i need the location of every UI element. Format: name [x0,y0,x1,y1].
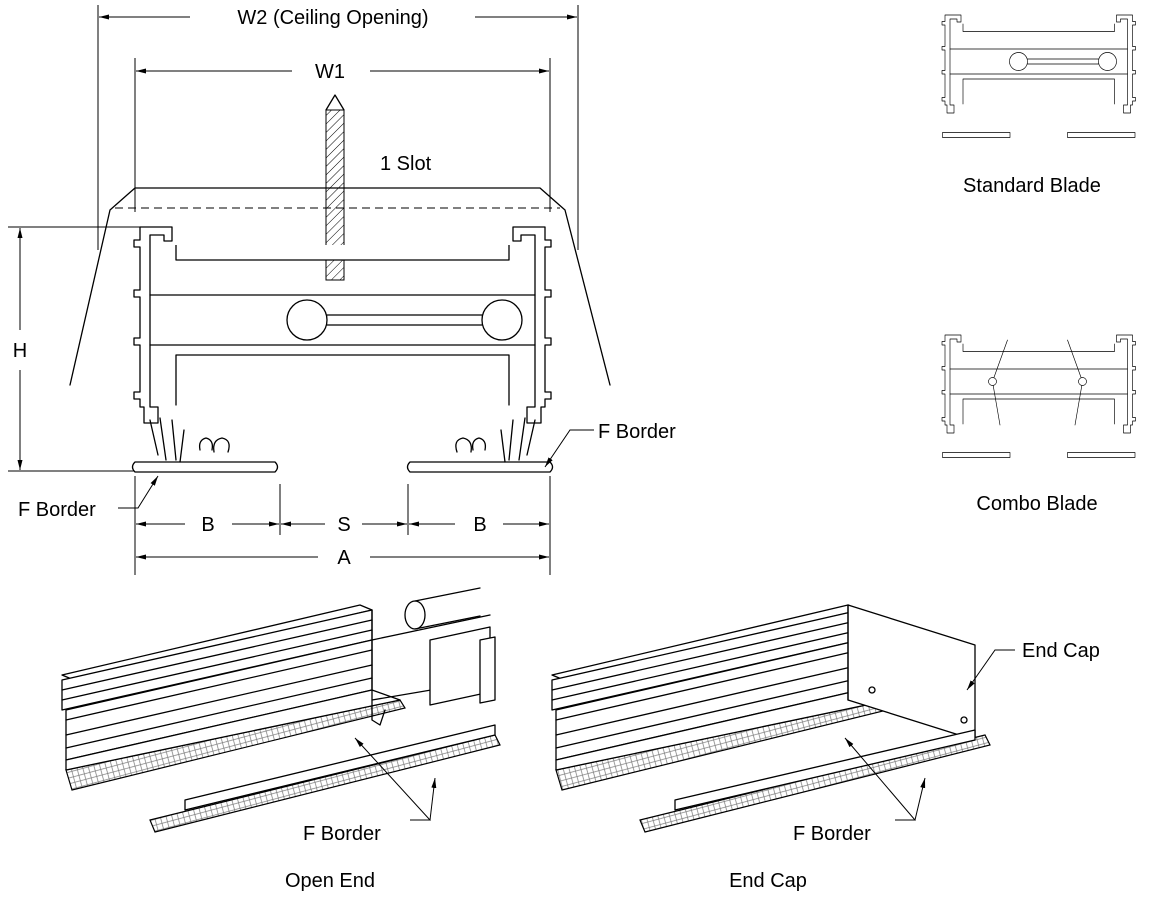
plenum-outline [69,187,611,386]
f-border-end-cap-label: F Border [793,823,871,845]
end-cap-f-leader-b [914,777,926,821]
f-border-left-label: F Border [18,499,96,521]
right-spring-clip [455,437,487,453]
end-cap-figure [551,604,1015,833]
end-cap-plate [847,604,976,741]
left-rail [133,226,173,424]
a-label: A [337,547,351,569]
left-clip [149,417,185,463]
left-flange [131,461,279,473]
left-spring-clip [198,437,230,453]
end-cap-callout-label: End Cap [1022,640,1100,662]
blade-link [326,314,483,326]
combo-blade-caption: Combo Blade [976,493,1097,515]
blade-pivot-left [286,299,328,341]
f-border-right-label: F Border [598,421,676,443]
right-flange [406,461,554,473]
blade-pivot-right [481,299,523,341]
w2-label: W2 (Ceiling Opening) [237,7,428,29]
open-end-figure [61,587,501,833]
blade-top-channel [175,245,510,261]
end-cap-caption: End Cap [729,870,807,892]
standard-blade-figure [941,14,1136,138]
combo-blade-figure [941,334,1136,458]
slot-count-label: 1 Slot [380,153,432,175]
open-end-leader-b [429,777,437,821]
w1-label: W1 [315,61,345,83]
f-border-right-leader [544,429,594,468]
standard-blade-caption: Standard Blade [963,175,1101,197]
blade-bottom-channel [175,354,510,406]
right-clip [500,417,536,463]
hanger-rod-tip [325,94,345,111]
b-left-label: B [201,514,214,536]
s-label: S [337,514,350,536]
h-label: H [13,340,27,362]
blade-body [149,294,536,346]
main-section: W2 (Ceiling Opening) W1 1 Slot H [8,5,676,575]
f-border-left-leader [118,475,159,509]
hanger-rod [325,109,345,281]
f-border-open-end-label: F Border [303,823,381,845]
end-cap-leader [966,649,1015,691]
b-right-label: B [473,514,486,536]
open-end-caption: Open End [285,870,375,892]
